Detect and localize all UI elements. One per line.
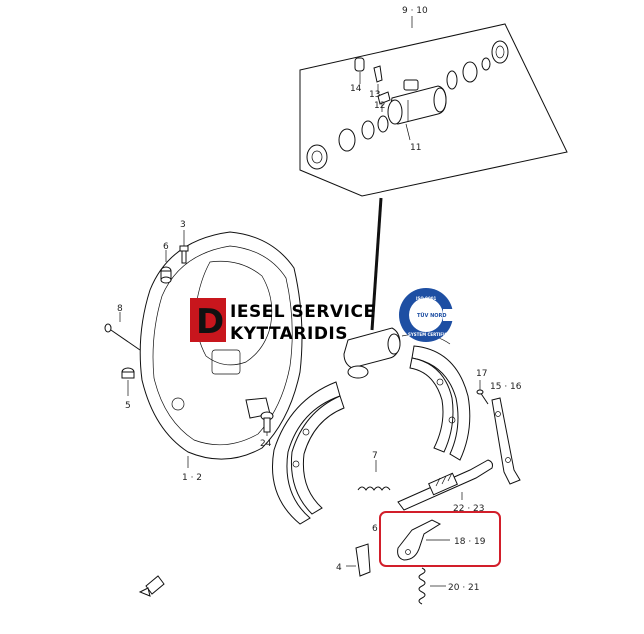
- callout-11: 11: [410, 143, 421, 153]
- cylinder-parts-right: [446, 40, 509, 90]
- backing-plate-outer: [139, 231, 303, 460]
- bleeder-screw-and-cap: [354, 57, 391, 105]
- highlight-strut-group: [379, 511, 501, 567]
- callout-3: 3: [180, 220, 186, 230]
- iso-certification-seal: ISO 9001 TÜV NORD SYSTEM CERTIFICATION: [399, 288, 461, 342]
- highlight-box: [379, 511, 501, 567]
- cap-6: [160, 250, 172, 284]
- callout-13: 13: [369, 90, 380, 100]
- front-arrow-icon: [138, 575, 165, 597]
- callout-15-16: 15 · 16: [490, 382, 522, 392]
- inset-leader-line: [370, 197, 383, 331]
- seal-top-text: ISO 9001: [416, 296, 437, 301]
- callout-9-10: 9 · 10: [402, 6, 428, 16]
- wheel-cylinder-inset: [299, 16, 568, 331]
- callout-6: 6: [163, 242, 169, 252]
- callout-20-21: 20 · 21: [448, 583, 480, 593]
- wheel-cylinder-body: [387, 79, 447, 125]
- callout-12: 12: [374, 101, 385, 111]
- adjuster-22-23: [397, 459, 493, 511]
- brake-shoe-left: [271, 381, 345, 525]
- callout-24: 24: [260, 439, 272, 449]
- clip-4: [346, 543, 371, 577]
- parking-lever-15-16: [491, 397, 521, 485]
- callout-8: 8: [117, 304, 123, 314]
- callout-18-19: 18 · 19: [454, 537, 486, 547]
- logo-line-2: KYTTARIDIS: [230, 324, 348, 344]
- nut-5: [121, 367, 135, 396]
- callout-5: 5: [125, 401, 131, 411]
- callout-1-2: 1 · 2: [182, 473, 202, 483]
- logo-red-box: [190, 298, 226, 342]
- logo-line-1: IESEL SERVICE: [230, 302, 376, 322]
- callout-17: 17: [476, 369, 487, 379]
- brake-shoe-right: [409, 345, 471, 461]
- bolt-8: [104, 312, 141, 351]
- diesel-service-watermark-logo: D IESEL SERVICE KYTTARIDIS: [190, 298, 376, 344]
- pin-17: [476, 380, 489, 405]
- callout-6-strut: 6: [372, 524, 378, 534]
- backing-plate: [139, 231, 303, 468]
- callout-14: 14: [350, 84, 362, 94]
- inset-frame: [299, 23, 568, 197]
- return-spring-7: [357, 460, 391, 491]
- wheel-cylinder-installed: [343, 327, 401, 379]
- cylinder-parts-left: [306, 115, 389, 170]
- spring-20-21: [418, 567, 446, 605]
- callout-22-23: 22 · 23: [453, 504, 485, 514]
- callout-7: 7: [372, 451, 378, 461]
- seal-mid-text: TÜV NORD: [417, 312, 447, 319]
- callout-4: 4: [336, 563, 342, 573]
- logo-letter: D: [196, 302, 224, 342]
- bolt-24: [260, 411, 274, 436]
- seal-bottom-text: SYSTEM CERTIFICATION: [408, 332, 461, 337]
- strut-18-19: [397, 519, 442, 561]
- bolt-3: [179, 230, 189, 264]
